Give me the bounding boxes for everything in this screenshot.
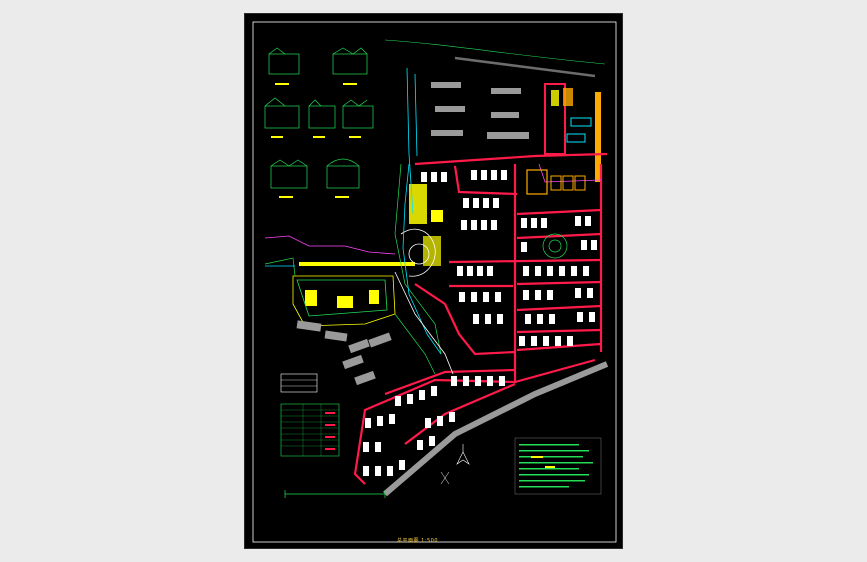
north-road-edge (454, 56, 596, 78)
cyan-lines (265, 67, 442, 355)
elevation-labels (271, 83, 361, 198)
north-buildings (431, 82, 529, 139)
road-network (353, 152, 608, 485)
design-notes (514, 437, 602, 495)
north-boundary (384, 39, 606, 65)
river-band (383, 361, 609, 497)
sports-courts (526, 169, 586, 195)
green-areas (264, 163, 568, 375)
north-east-block (544, 83, 601, 182)
residential-units (363, 170, 597, 476)
yellow-accents (299, 184, 443, 308)
southwest-buildings (296, 320, 392, 386)
elevation-sketches (264, 47, 374, 189)
drawing-title: 总平面图 1:500 (397, 538, 438, 544)
diagonal-road (394, 271, 454, 375)
drawing-sheet[interactable]: 总平面图 1:500 (244, 13, 623, 549)
compass-rose (440, 471, 450, 485)
inner-frame (252, 21, 617, 543)
site-plan-drawing (252, 21, 617, 543)
central-plaza (292, 228, 436, 327)
north-arrow (456, 444, 470, 465)
legend-table (280, 373, 340, 457)
